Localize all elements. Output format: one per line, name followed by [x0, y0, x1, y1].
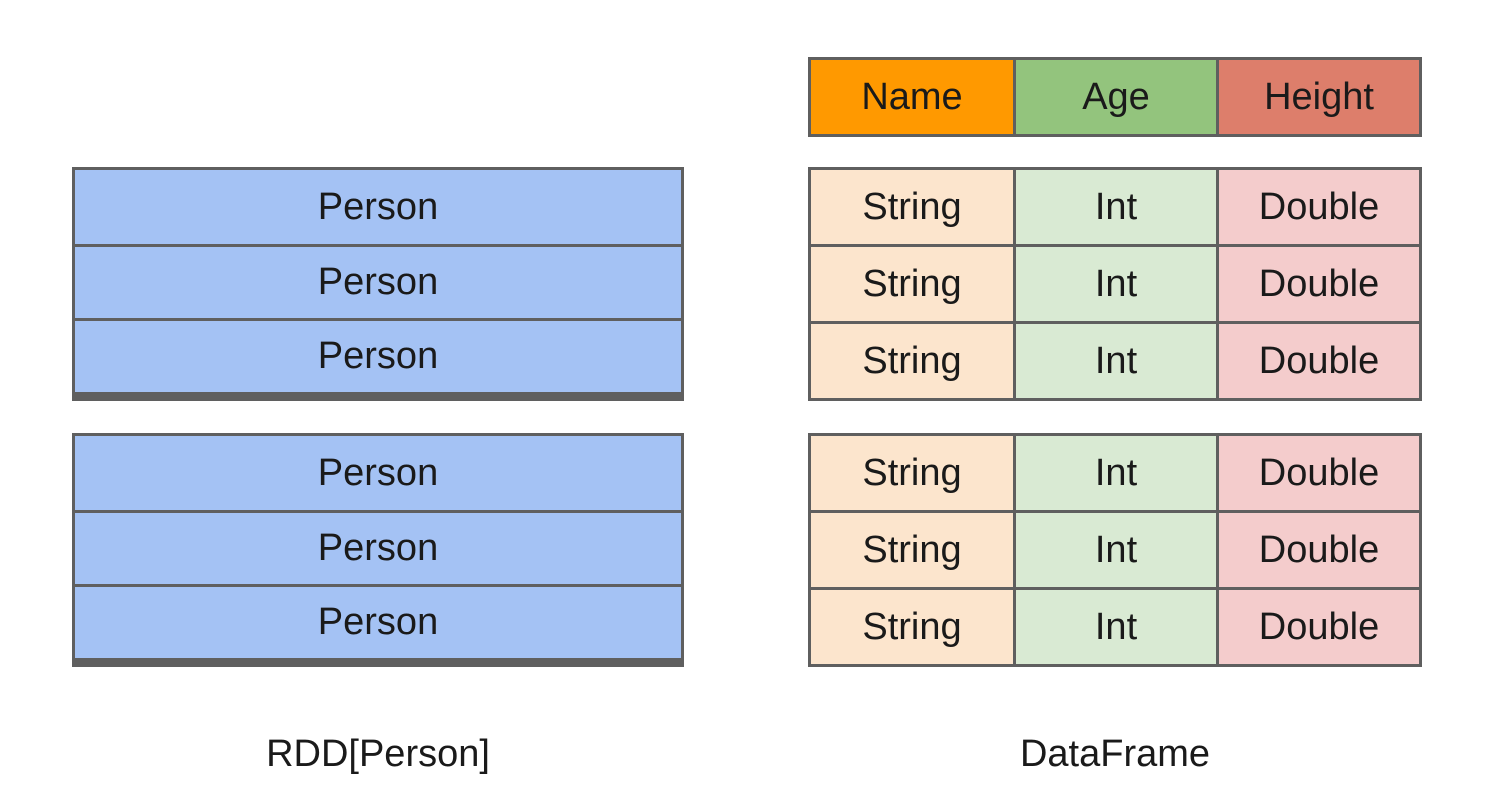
- dataframe-row: String Int Double: [811, 244, 1419, 321]
- dataframe-partition-1: String Int Double String Int Double Stri…: [808, 167, 1422, 401]
- rdd-caption: RDD[Person]: [266, 733, 490, 775]
- cell-type-int: Int: [1013, 590, 1216, 664]
- cell-type-int: Int: [1013, 513, 1216, 587]
- cell-type-int: Int: [1013, 436, 1216, 510]
- header-cell-age: Age: [1013, 60, 1216, 134]
- dataframe-row: String Int Double: [811, 170, 1419, 244]
- cell-type-int: Int: [1013, 170, 1216, 244]
- cell-type-string: String: [811, 436, 1013, 510]
- rdd-partition-1: Person Person Person: [72, 167, 684, 401]
- header-cell-height: Height: [1216, 60, 1419, 134]
- rdd-record: Person: [75, 318, 681, 392]
- dataframe-row: String Int Double: [811, 321, 1419, 398]
- cell-type-int: Int: [1013, 247, 1216, 321]
- dataframe-header: Name Age Height: [808, 57, 1422, 137]
- cell-type-double: Double: [1216, 513, 1419, 587]
- dataframe-row: String Int Double: [811, 510, 1419, 587]
- rdd-record: Person: [75, 170, 681, 244]
- dataframe-caption: DataFrame: [1019, 733, 1211, 775]
- cell-type-double: Double: [1216, 170, 1419, 244]
- cell-type-double: Double: [1216, 436, 1419, 510]
- rdd-record: Person: [75, 244, 681, 318]
- cell-type-int: Int: [1013, 324, 1216, 398]
- cell-type-double: Double: [1216, 590, 1419, 664]
- rdd-record: Person: [75, 510, 681, 584]
- cell-type-string: String: [811, 324, 1013, 398]
- cell-type-string: String: [811, 170, 1013, 244]
- cell-type-string: String: [811, 513, 1013, 587]
- rdd-record: Person: [75, 436, 681, 510]
- dataframe-row: String Int Double: [811, 587, 1419, 664]
- cell-type-double: Double: [1216, 324, 1419, 398]
- cell-type-double: Double: [1216, 247, 1419, 321]
- dataframe-partition-2: String Int Double String Int Double Stri…: [808, 433, 1422, 667]
- rdd-record: Person: [75, 584, 681, 658]
- cell-type-string: String: [811, 590, 1013, 664]
- header-cell-name: Name: [811, 60, 1013, 134]
- rdd-partition-2: Person Person Person: [72, 433, 684, 667]
- dataframe-row: String Int Double: [811, 436, 1419, 510]
- cell-type-string: String: [811, 247, 1013, 321]
